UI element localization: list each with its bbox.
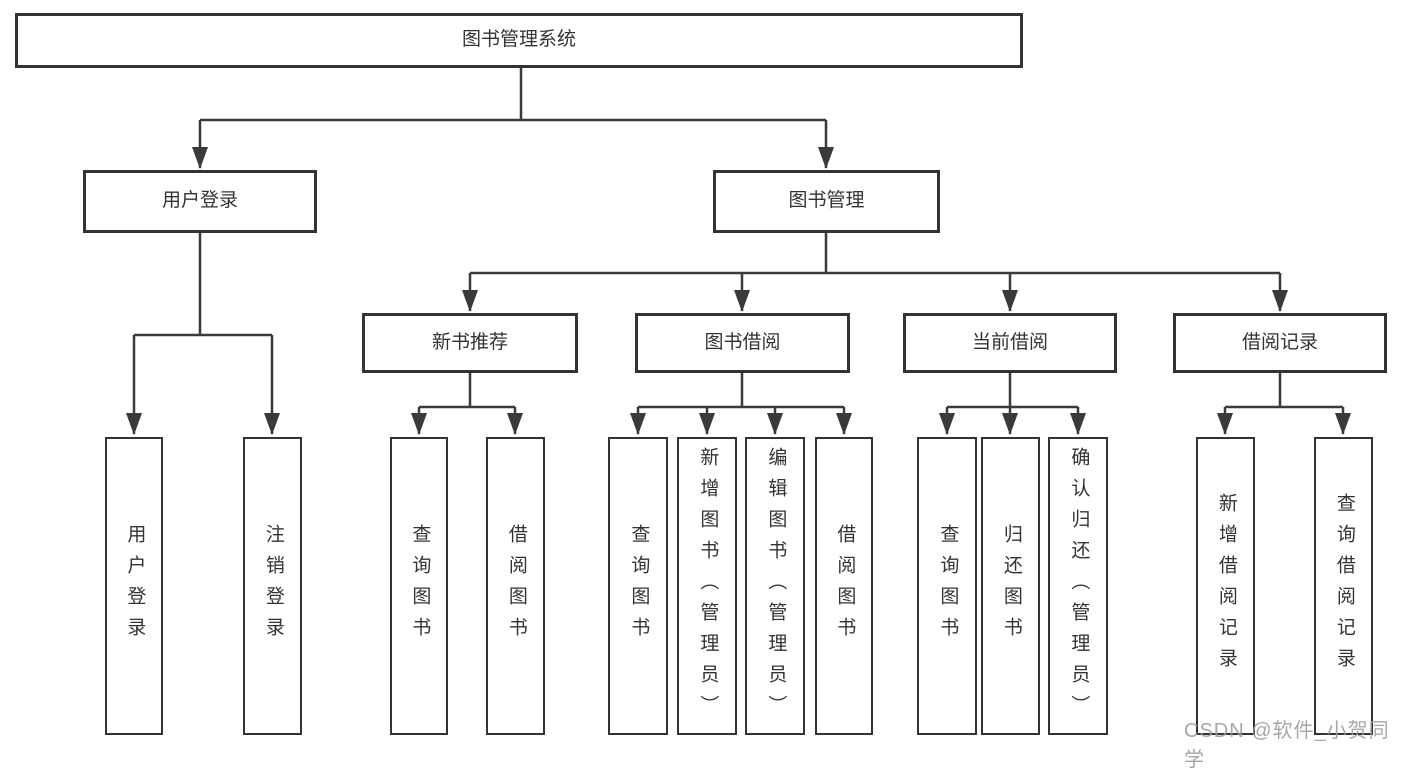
leaf-query-borrow-record: 查询借阅记录 bbox=[1314, 437, 1373, 735]
node-borrowing-records: 借阅记录 bbox=[1173, 313, 1387, 373]
csdn-watermark: CSDN @软件_小贺同学 bbox=[1184, 720, 1390, 771]
leaf-logout: 注销登录 bbox=[243, 437, 302, 735]
leaf-query-books-borrowing: 查询图书 bbox=[608, 437, 668, 735]
leaf-add-book-admin: 新增图书（管理员） bbox=[677, 437, 737, 735]
node-new-book-recommend: 新书推荐 bbox=[362, 313, 578, 373]
node-book-borrowing: 图书借阅 bbox=[635, 313, 850, 373]
leaf-query-books-recommend: 查询图书 bbox=[390, 437, 448, 735]
leaf-return-book: 归还图书 bbox=[981, 437, 1040, 735]
node-current-borrowing: 当前借阅 bbox=[903, 313, 1117, 373]
library-system-hierarchy-diagram: 图书管理系统 用户登录 图书管理 新书推荐 图书借阅 当前借阅 借阅记录 用户登… bbox=[15, 13, 1389, 771]
leaf-borrow-books: 借阅图书 bbox=[815, 437, 873, 735]
node-library-system-root: 图书管理系统 bbox=[15, 13, 1023, 68]
leaf-confirm-return-admin: 确认归还（管理员） bbox=[1048, 437, 1108, 735]
leaf-add-borrow-record: 新增借阅记录 bbox=[1196, 437, 1255, 735]
leaf-user-login: 用户登录 bbox=[105, 437, 163, 735]
leaf-query-books-current: 查询图书 bbox=[917, 437, 977, 735]
leaf-edit-book-admin: 编辑图书（管理员） bbox=[745, 437, 805, 735]
leaf-borrow-books-recommend: 借阅图书 bbox=[486, 437, 545, 735]
node-book-management: 图书管理 bbox=[713, 170, 940, 233]
node-user-login: 用户登录 bbox=[83, 170, 317, 233]
